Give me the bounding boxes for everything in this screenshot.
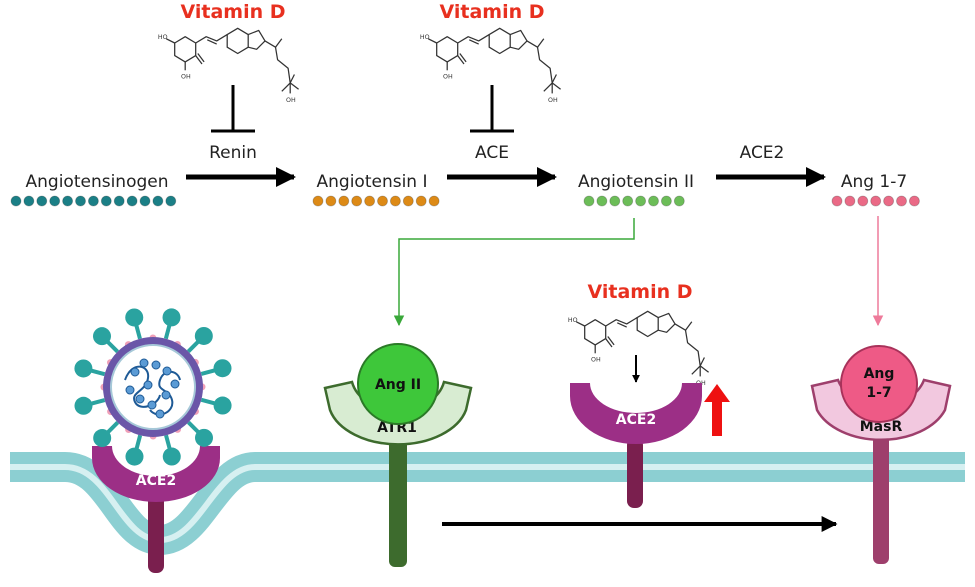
vitamin-d-label-2: Vitamin D xyxy=(439,1,544,23)
bead xyxy=(909,195,920,207)
virus-spike-head xyxy=(125,447,144,466)
enzyme-renin: Renin xyxy=(209,143,257,163)
bead xyxy=(596,195,608,207)
virus-nucleocapsid-icon xyxy=(125,358,180,419)
bead xyxy=(100,195,112,207)
virus-spike-head xyxy=(74,359,93,378)
virus-spike-head xyxy=(194,326,213,345)
node-angiotensin-ii: Angiotensin II xyxy=(578,172,694,192)
bead xyxy=(49,195,61,207)
bead xyxy=(402,195,414,207)
bead xyxy=(648,195,659,207)
ang-ii-ligand: Ang II xyxy=(357,343,439,425)
enzyme-ace2: ACE2 xyxy=(740,143,785,163)
ang-1-7-ligand: Ang 1-7 xyxy=(840,345,918,423)
vitamin-d-label-1: Vitamin D xyxy=(180,1,285,23)
ang-1-7-label-line2: 1-7 xyxy=(866,385,891,401)
bead xyxy=(609,195,621,207)
inhibition-bar-renin xyxy=(211,85,255,133)
sars-cov-2-virus xyxy=(74,308,232,466)
molecule-oh-label: OH xyxy=(443,74,453,81)
bead xyxy=(113,195,125,207)
node-angiotensinogen: Angiotensinogen xyxy=(26,172,169,192)
node-ang-1-7: Ang 1-7 xyxy=(841,172,907,192)
bead xyxy=(844,195,856,207)
bead xyxy=(312,195,324,207)
bead xyxy=(428,195,440,207)
bead xyxy=(377,195,388,207)
vitamin-d-molecule-3: HO OH OH xyxy=(568,310,710,387)
bead xyxy=(883,195,894,207)
bead xyxy=(62,195,73,207)
up-arrow-icon xyxy=(704,384,730,436)
ace2-label-up: ACE2 xyxy=(616,412,656,428)
molecule-oh-label: OH xyxy=(181,74,191,81)
bead xyxy=(389,195,401,207)
ang-ii-label: Ang II xyxy=(375,377,421,393)
bead-chain-angiotensin-ii xyxy=(583,195,685,207)
bead-chain-angiotensin-i xyxy=(312,195,440,207)
molecule-oh-label: OH xyxy=(548,97,558,104)
enzyme-ace: ACE xyxy=(475,143,509,163)
bead-chain-ang-1-7 xyxy=(831,195,920,207)
virus-spike-head xyxy=(213,359,232,378)
bead xyxy=(88,195,99,207)
ace2-label-virus: ACE2 xyxy=(136,473,176,489)
virus-spike-head xyxy=(93,429,112,448)
molecule-ho-label: HO xyxy=(158,34,168,41)
connector-ang2-to-atr1 xyxy=(393,218,635,327)
bead xyxy=(673,195,685,207)
masr-label: MasR xyxy=(860,419,903,435)
virus-spike-head xyxy=(195,428,214,447)
bead xyxy=(75,195,86,207)
bead xyxy=(622,195,634,207)
virus-spike-head xyxy=(162,308,181,327)
molecule-ho-label: HO xyxy=(568,317,578,324)
virus-spike-head xyxy=(92,327,111,346)
bead xyxy=(165,195,177,207)
bead xyxy=(415,195,427,207)
vitamin-d-molecule-2: HO OH OH xyxy=(420,27,562,104)
vitamin-d-label-3: Vitamin D xyxy=(587,281,692,303)
vitamin-d-molecule-1: HO OH OH xyxy=(158,27,300,104)
bead xyxy=(661,195,672,207)
ace2-receptor-virus: ACE2 xyxy=(92,446,220,573)
bead xyxy=(139,195,151,207)
bead xyxy=(857,195,869,207)
virus-spike-head xyxy=(162,447,181,466)
bead xyxy=(152,195,164,207)
bead xyxy=(831,195,843,207)
bead xyxy=(583,195,595,207)
bead xyxy=(36,195,48,207)
bead xyxy=(635,195,646,207)
molecule-oh-label: OH xyxy=(591,357,601,364)
ang-1-7-label-line1: Ang xyxy=(864,366,895,382)
inhibition-bar-ace xyxy=(470,85,514,133)
virus-spike-head xyxy=(74,396,93,415)
bead xyxy=(351,195,363,207)
bead xyxy=(325,195,337,207)
bead xyxy=(364,195,376,207)
node-angiotensin-i: Angiotensin I xyxy=(317,172,428,192)
bead xyxy=(870,195,882,207)
virus-spike-head xyxy=(125,308,144,327)
molecule-oh-label: OH xyxy=(286,97,296,104)
ace2-receptor-upregulated: ACE2 xyxy=(570,383,702,508)
bead xyxy=(126,195,138,207)
virus-spike-head xyxy=(213,396,232,415)
bead xyxy=(896,195,907,207)
bead xyxy=(338,195,350,207)
molecule-ho-label: HO xyxy=(420,34,430,41)
bead xyxy=(10,195,22,207)
bead-chain-angiotensinogen xyxy=(10,195,177,207)
bead xyxy=(23,195,35,207)
